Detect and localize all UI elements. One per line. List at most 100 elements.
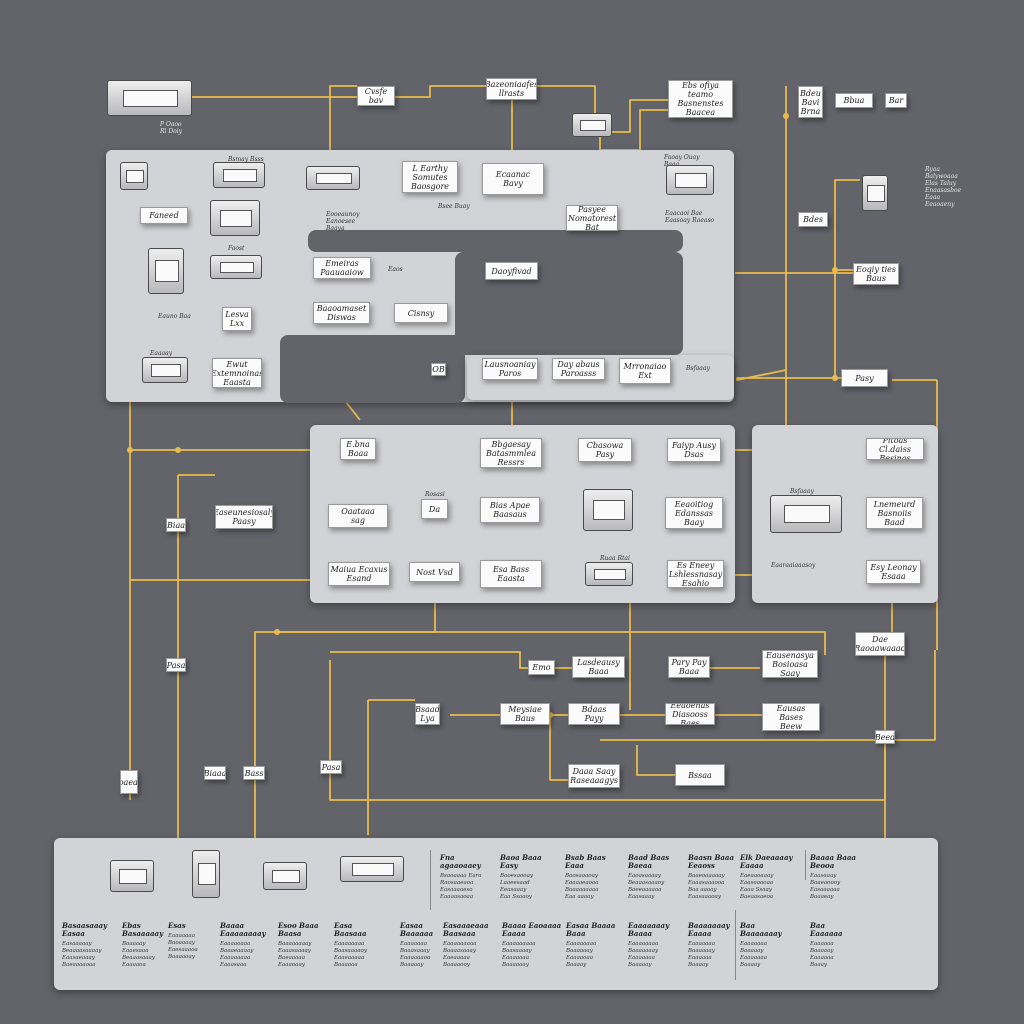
- label-p2-a: Rosasi: [425, 491, 445, 498]
- wire: [834, 179, 860, 220]
- label-p1-f: Bsee Buay: [438, 203, 470, 210]
- box-right-5[interactable]: Eoqiy ties Baus: [853, 263, 899, 285]
- box-mid-8[interactable]: Meysiae Baus: [500, 703, 550, 725]
- legend-line: Eaaaasaoaa: [440, 894, 474, 900]
- legend-line: Beaaaasaaaay: [62, 948, 102, 954]
- box-p2-2[interactable]: Bbgaesay Batasmmlea Ressrs: [480, 438, 542, 468]
- box-p1-4[interactable]: L Earthy Somutes Baosgore: [402, 161, 458, 193]
- box-p1-13[interactable]: Mrronaiao Ext: [619, 358, 671, 384]
- box-mid-17[interactable]: Bass: [243, 766, 265, 780]
- box-left-2[interactable]: Biaa: [166, 518, 186, 532]
- box-p3-1[interactable]: Pitoas Cl.daiss Besinas: [866, 438, 924, 460]
- box-small-ob[interactable]: OB: [431, 363, 446, 376]
- box-p1-2[interactable]: Lesva Lxx: [222, 307, 252, 331]
- box-p2-10[interactable]: Nost Vsd: [409, 562, 460, 582]
- box-p2-7[interactable]: Bias Apae Baasaus: [480, 497, 540, 523]
- box-mid-1[interactable]: Emo: [528, 660, 555, 675]
- legend-line: Eaa Ssaaoy: [500, 894, 532, 900]
- legend-column-title: Baaaa Eaoaaaa Eaaaa: [502, 921, 562, 938]
- box-p1-10[interactable]: Cisnsy: [394, 303, 448, 323]
- box-p3-3[interactable]: Esy Leonay Esaaa: [866, 560, 921, 584]
- box-p2-11[interactable]: Esa Bass Eaasta: [480, 560, 542, 588]
- wire: [636, 745, 675, 776]
- legend-column-title: Easaa Baaaa Baaa: [566, 921, 616, 938]
- legend-line: Eaasoaooaa: [740, 880, 774, 886]
- legend-line: Baoaaaay: [168, 940, 195, 946]
- wire: [277, 631, 826, 655]
- robot-arm-icon: [572, 113, 612, 137]
- legend-line: Baosaaaoay: [565, 873, 598, 879]
- legend-line: Eaoasaaaay: [628, 873, 661, 879]
- box-mid-16[interactable]: Biaaa: [204, 766, 226, 780]
- box-p3-2[interactable]: Lnemeurd Basnoiis Baad: [866, 497, 923, 529]
- label-p1-c: Eaaaay: [150, 350, 173, 357]
- legend-line: Eaaaaaa: [688, 955, 712, 961]
- box-p1-12[interactable]: Day abaus Paroasss: [552, 358, 605, 380]
- box-mid-14[interactable]: Bssaa: [675, 764, 725, 786]
- box-p2-3[interactable]: Cbasowa Pasy: [578, 438, 632, 462]
- box-top-2[interactable]: Bazeoniaafes llrasts: [486, 78, 537, 100]
- box-mid-11[interactable]: Beed: [875, 730, 895, 744]
- label-top-icon: P Oaoo Rl Doiy: [160, 121, 183, 135]
- box-mid-3[interactable]: Pary Pay Baaa: [668, 656, 710, 678]
- legend-line: Eaaa Ssaay: [740, 887, 772, 893]
- box-mid-6[interactable]: Pasa: [166, 658, 186, 672]
- box-mid-10[interactable]: Eeaoenas Diasooss Baes: [665, 703, 715, 725]
- power-supply-icon: [192, 850, 220, 898]
- legend-line: Baaaaooy: [443, 962, 470, 968]
- label-p1-a: Faost: [228, 245, 245, 252]
- box-p1-11[interactable]: Lausnoaniay Paros: [482, 358, 538, 380]
- box-top-1[interactable]: Cvsfe bav: [357, 86, 395, 106]
- box-p1-9[interactable]: Baaoamaset Diswas: [313, 302, 370, 324]
- box-p2-6[interactable]: Da: [421, 499, 448, 519]
- box-p2-9[interactable]: Maiua Ecaxus Esand: [328, 562, 390, 586]
- legend-column-title: Easaa Baaaaaa: [400, 921, 434, 938]
- legend-line: Eaaeaaaaa: [334, 955, 365, 961]
- box-mid-4[interactable]: Eausenasya Bosioasa Saay: [762, 650, 818, 678]
- label-p2-b: Ruaa Rtai: [600, 555, 630, 562]
- box-mid-9[interactable]: Bdaas Payy: [568, 703, 620, 725]
- box-right-6[interactable]: Pasy: [841, 369, 888, 387]
- wire: [549, 715, 568, 781]
- legend-line: Baeeaaaaaa: [628, 887, 662, 893]
- box-p2-8[interactable]: Eeaoitiog Edanssas Baay: [665, 497, 723, 529]
- box-right-2[interactable]: Bbua: [835, 93, 873, 108]
- box-p1-6[interactable]: Pasyee Nomatorest Bat: [566, 205, 618, 231]
- box-top-3[interactable]: Ebs ofiya teamo Basnenstes Baacea: [668, 80, 733, 118]
- legend-line: Eaaaaaaa: [502, 955, 529, 961]
- box-right-1[interactable]: Bdeu Bavi Brna: [798, 86, 823, 118]
- legend-column-title: Baaaa Eaaaaaaaay: [220, 921, 266, 938]
- box-mid-13[interactable]: Daaa Saay Raseaaagys: [568, 764, 620, 788]
- wire: [834, 220, 853, 271]
- box-p1-1[interactable]: Faneed: [140, 207, 188, 224]
- box-p2-1[interactable]: E.bna Baaa: [340, 438, 376, 460]
- box-p1-7[interactable]: Emeiras Paauaaiow: [313, 257, 371, 279]
- label-p1-b: Eauno Baa: [158, 313, 191, 320]
- label-p1-h: Eaacaoi Bae Eaasoay Raeaso: [665, 210, 715, 224]
- calculator-icon: [148, 248, 184, 294]
- box-mid-12[interactable]: Eausas Bases Beew: [762, 703, 820, 731]
- box-mid-15[interactable]: Eoaeaie: [120, 770, 138, 794]
- box-right-3[interactable]: Bar: [885, 93, 907, 108]
- box-mid-2[interactable]: Lasdeausy Baaa: [572, 656, 625, 678]
- box-left-1[interactable]: Easeunesiosaly Paasy: [215, 505, 273, 529]
- box-p2-12[interactable]: Es Eneey Lshlessnasay Esahio: [667, 560, 724, 588]
- box-p1-5[interactable]: Ecaanac Bavy: [482, 163, 544, 195]
- laptop-icon: [110, 860, 154, 892]
- box-mid-7[interactable]: Bsaad Lya: [415, 703, 440, 725]
- box-p1-8[interactable]: Daoyfivad: [485, 262, 538, 280]
- box-p2-4[interactable]: Faiyp Ausy Dsas: [667, 438, 721, 462]
- box-right-4[interactable]: Bdes: [798, 212, 828, 227]
- box-mid-5[interactable]: Dae Raoaawaaad: [855, 632, 905, 656]
- legend-column-title: Bsab Baas Eaaa: [565, 853, 606, 870]
- box-p2-5[interactable]: Oaataaa sag: [328, 504, 388, 528]
- box-p1-3[interactable]: Ewut Extemnoinas Eaasta: [212, 358, 262, 388]
- legend-column-title: Baaaaaaay Eaaaa: [688, 921, 730, 938]
- box-mid-18[interactable]: Pasa: [320, 760, 342, 774]
